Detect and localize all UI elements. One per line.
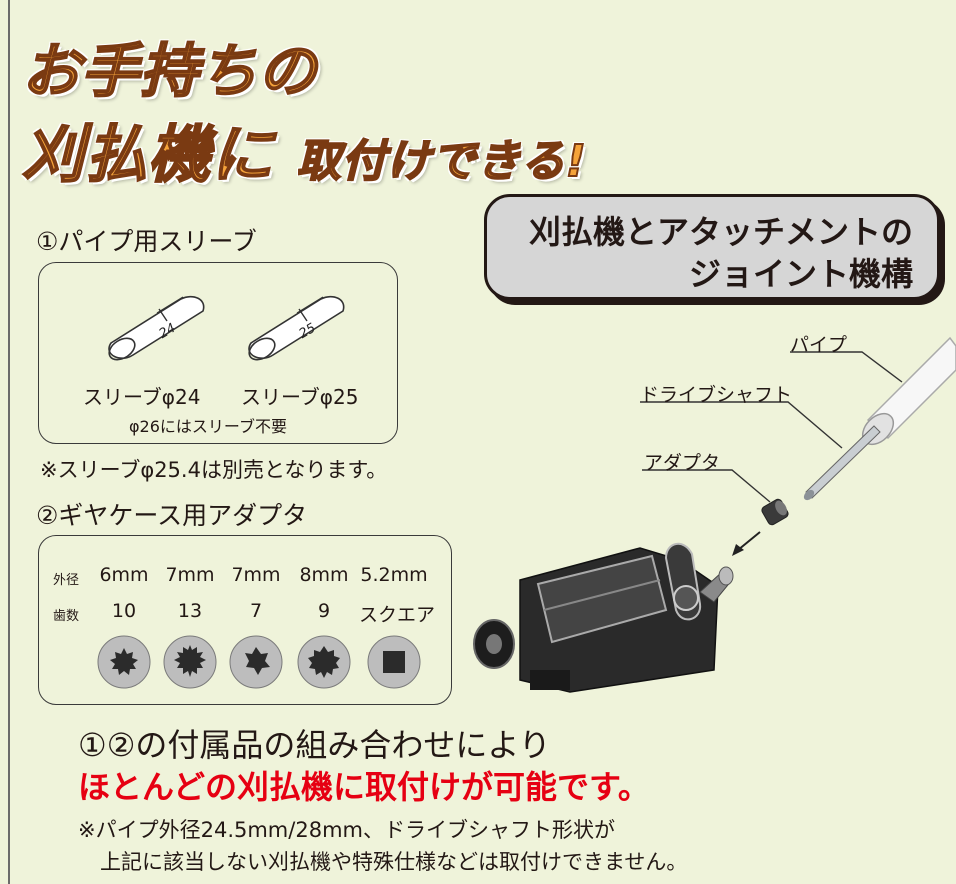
sleeve-24-label: スリーブφ24 bbox=[83, 385, 201, 409]
sleeve-24-mark: 24 bbox=[157, 321, 179, 342]
headline-line1: お手持ちの bbox=[21, 36, 318, 106]
headline-line2-big: 刈払機に bbox=[21, 117, 275, 192]
adapter-5-diameter: 5.2mm bbox=[360, 564, 428, 586]
adapter-1-teeth: 10 bbox=[111, 600, 137, 622]
adapter-3-diameter: 7mm bbox=[231, 564, 281, 586]
page-left-border bbox=[8, 0, 10, 884]
adapter-2-teeth: 13 bbox=[177, 600, 203, 622]
adapter-2-gear-icon bbox=[163, 635, 217, 689]
adapter-5-square-icon bbox=[367, 635, 421, 689]
sleeve-25-mark: 25 bbox=[297, 321, 319, 342]
sleeve-25-label: スリーブφ25 bbox=[241, 385, 359, 409]
sleeve-section-title: ①パイプ用スリーブ bbox=[36, 227, 257, 256]
incompatibility-note-line1: ※パイプ外径24.5mm/28mm、ドライブシャフト形状が bbox=[78, 818, 615, 842]
adapter-box: 外径 歯数 6mm 7mm 7mm 8mm 5.2mm 10 13 7 9 スク… bbox=[38, 535, 452, 705]
headline-line2: 刈払機に 取付けできる! bbox=[21, 104, 587, 194]
joint-mechanism-badge: 刈払機とアタッチメントの ジョイント機構 bbox=[484, 194, 940, 300]
diameter-row-label: 外径 bbox=[53, 573, 80, 588]
adapter-3-gear-icon bbox=[229, 635, 283, 689]
joint-mechanism-illustration bbox=[473, 336, 956, 693]
gear-case-illustration bbox=[473, 543, 734, 693]
pipe-illustration bbox=[861, 336, 956, 446]
sleeve-separate-sale-note: ※スリーブφ25.4は別売となります。 bbox=[40, 458, 388, 482]
adapter-4-teeth: 9 bbox=[317, 600, 331, 622]
pipe-callout: パイプ bbox=[790, 334, 848, 356]
adapter-2-diameter: 7mm bbox=[165, 564, 215, 586]
adapter-4-diameter: 8mm bbox=[299, 564, 349, 586]
adapter-1-diameter: 6mm bbox=[99, 564, 149, 586]
badge-line1: 刈払機とアタッチメントの bbox=[528, 213, 913, 251]
adapter-callout: アダプタ bbox=[644, 452, 721, 474]
compatibility-highlight: ほとんどの刈払機に取付けが可能です。 bbox=[78, 768, 650, 806]
incompatibility-note-line2: 上記に該当しない刈払機や特殊仕様などは取付けできません。 bbox=[100, 850, 688, 874]
sleeve-box: 24 25 スリーブφ24 スリーブφ25 φ26にはスリーブ不要 bbox=[38, 262, 398, 444]
sleeve-25-illustration: 25 bbox=[248, 295, 345, 361]
drive-shaft-callout: ドライブシャフト bbox=[640, 384, 793, 406]
adapter-section-title: ②ギヤケース用アダプタ bbox=[36, 501, 308, 530]
adapter-illustration bbox=[761, 498, 789, 526]
drive-shaft-illustration bbox=[803, 425, 881, 501]
adapter-3-teeth: 7 bbox=[249, 600, 263, 622]
headline-line2-small: 取付けできる! bbox=[296, 135, 587, 188]
adapter-1-gear-icon bbox=[97, 635, 151, 689]
teeth-row-label: 歯数 bbox=[53, 609, 80, 624]
adapter-4-gear-icon bbox=[297, 635, 351, 689]
sleeve-box-note: φ26にはスリーブ不要 bbox=[129, 417, 287, 436]
adapter-5-teeth: スクエア bbox=[359, 604, 436, 626]
badge-line2: ジョイント機構 bbox=[688, 255, 913, 293]
combination-statement: ①②の付属品の組み合わせにより bbox=[78, 726, 551, 764]
sleeve-24-illustration: 24 bbox=[108, 295, 205, 361]
